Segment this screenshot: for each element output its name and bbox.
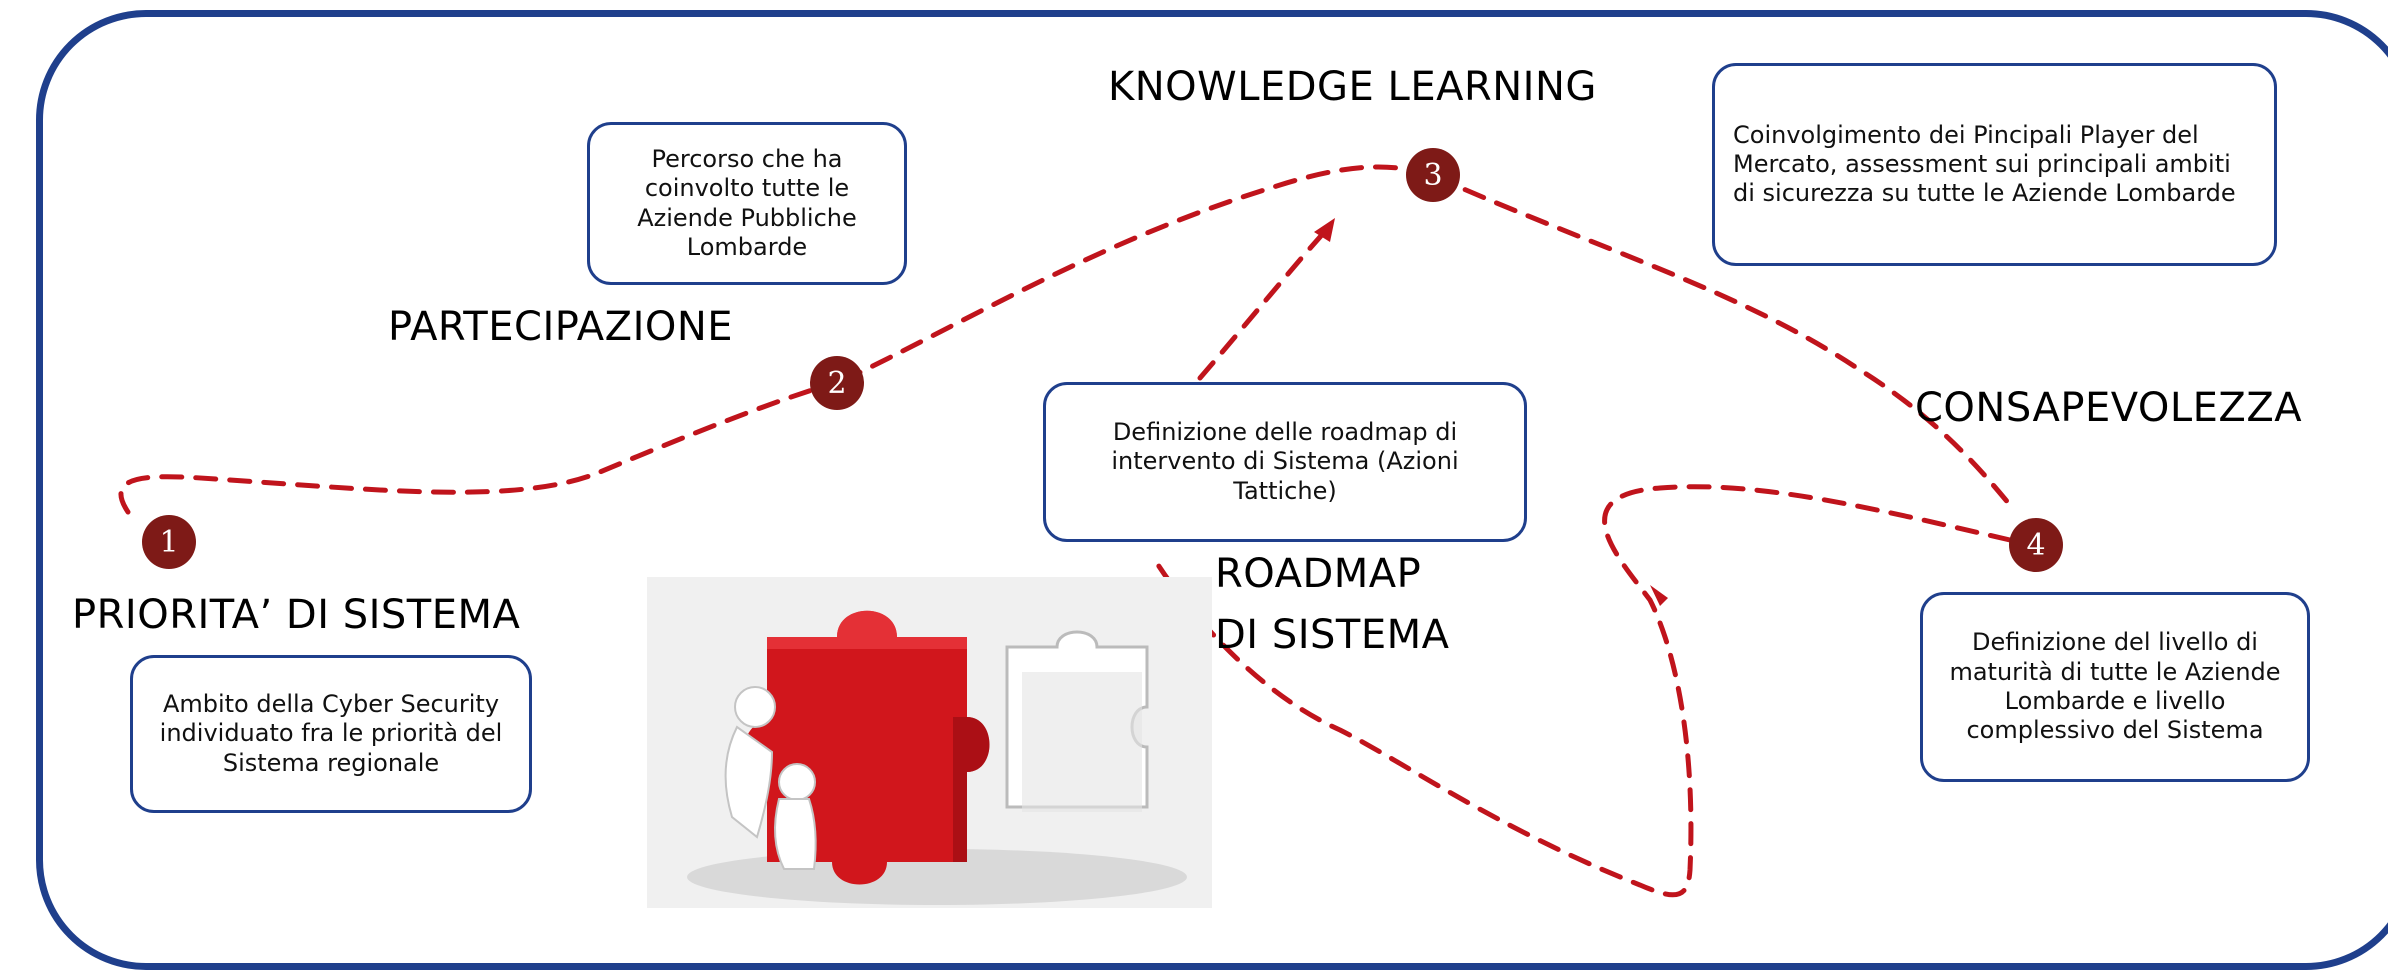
step-badge-4: 4	[2009, 518, 2063, 572]
puzzle-image	[647, 577, 1212, 908]
stage-description-4: Definizione del livello di maturità di t…	[1920, 592, 2310, 782]
path-segment-4-loop	[1152, 484, 2013, 898]
path-segment-5-3	[1197, 225, 1331, 381]
arrowhead-loop	[1650, 585, 1668, 606]
process-path	[118, 164, 2013, 898]
stage-title-1: PRIORITA’ DI SISTEMA	[72, 592, 521, 638]
step-badge-1: 1	[142, 515, 196, 569]
stage-title-2: PARTECIPAZIONE	[388, 304, 734, 350]
stage-description-3: Coinvolgimento dei Pincipali Player del …	[1712, 63, 2277, 266]
stage-title-4: CONSAPEVOLEZZA	[1915, 385, 2303, 431]
stage-title-5-line2: DI SISTEMA	[1215, 612, 1450, 658]
stage-title-3: KNOWLEDGE LEARNING	[1108, 64, 1597, 110]
stage-description-2: Percorso che ha coinvolto tutte le Azien…	[587, 122, 907, 285]
stage-title-5-line1: ROADMAP	[1215, 551, 1422, 597]
stage-description-5: Definizione delle roadmap di intervento …	[1043, 382, 1527, 542]
path-segment-1-2	[118, 378, 845, 515]
step-badge-2: 2	[810, 356, 864, 410]
stage-description-1: Ambito della Cyber Security individuato …	[130, 655, 532, 813]
arrowhead-5-3	[1314, 218, 1335, 242]
path-segment-2-3	[839, 164, 1437, 384]
puzzle-illustration	[647, 577, 1212, 908]
path-segment-3-4	[1431, 173, 2013, 508]
step-badge-3: 3	[1406, 148, 1460, 202]
